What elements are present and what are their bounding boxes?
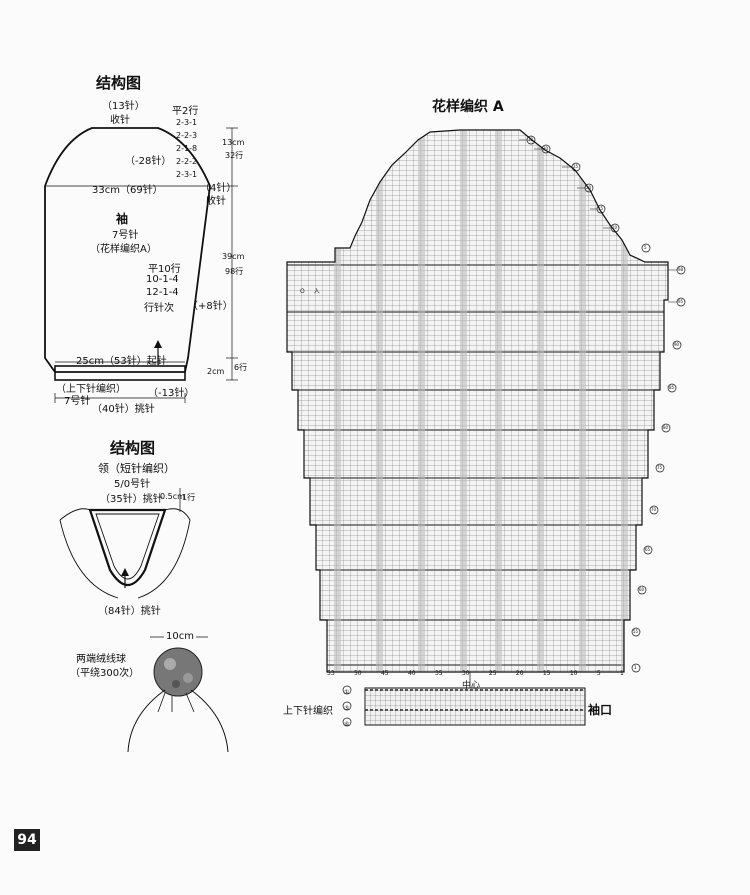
sleeve-bind-off: 收针 — [110, 115, 130, 126]
chart-center-label: 中心 — [462, 681, 481, 691]
pompom-wraps: （平绕300次） — [70, 668, 140, 679]
sleeve-top-rows: 32行 — [225, 151, 244, 160]
row-marker: 5 — [644, 245, 647, 250]
sleeve-cuff-knit: （上下针编织） — [56, 384, 126, 395]
collar-needle: 5/0号针 — [114, 479, 151, 490]
row-marker: 10 — [612, 225, 618, 230]
row-marker: 75 — [657, 465, 663, 470]
chart-outline — [286, 129, 669, 673]
sleeve-diagram-title: 结构图 — [96, 74, 142, 92]
row-marker: 98 — [678, 267, 684, 272]
collar-diagram-title: 结构图 — [110, 439, 156, 457]
row-marker: 32 — [528, 137, 534, 142]
sleeve-body-rows: 98行 — [225, 267, 244, 276]
collar-direction-arrow — [121, 568, 129, 576]
sleeve-inc-label: 行针次 — [144, 303, 174, 314]
sleeve-inc-even: 平10行 — [148, 264, 181, 275]
row-marker: 55 — [633, 629, 639, 634]
collar-name: 领（短针编织） — [98, 462, 175, 475]
sleeve-side-bind: 收针 — [206, 196, 226, 207]
sleeve-top-stitches: （13针） — [102, 101, 145, 112]
sleeve-outline — [44, 127, 211, 373]
row-marker: 20 — [586, 185, 592, 190]
cuff-name: 袖口 — [588, 703, 613, 717]
row-marker: 15 — [598, 206, 604, 211]
sleeve-top-height: 13cm — [222, 138, 245, 147]
sleeve-cuff-minus: （-13针） — [148, 388, 195, 399]
sleeve-direction-arrow — [154, 340, 162, 348]
row-marker: 1 — [634, 665, 637, 670]
sleeve-cuff-rows: 6行 — [234, 363, 248, 372]
chart-symbols: O入 — [300, 288, 329, 295]
sleeve-cuff-width: 25cm（53针）起针 — [76, 356, 167, 367]
sleeve-pattern: （花样编织A） — [90, 244, 157, 255]
sleeve-plus-stitches: （+8针） — [188, 301, 233, 312]
collar-outer-pickup: （84针）挑针 — [98, 606, 161, 617]
pompom-diameter: 10cm — [164, 631, 196, 642]
row-marker: 60 — [639, 587, 645, 592]
sleeve-body-height: 39cm — [222, 252, 245, 261]
sleeve-cuff — [54, 365, 186, 381]
row-marker: 85 — [669, 385, 675, 390]
sleeve-cap-stitches: （-28针） — [125, 156, 172, 167]
collar-inner-pickup: （35针）挑针 — [100, 494, 163, 505]
chart-title: 花样编织 A — [432, 99, 504, 115]
page-number: 94 — [14, 829, 40, 851]
sleeve-side-stitches: （4针） — [200, 183, 237, 194]
cuff-knit-label: 上下针编织 — [283, 706, 333, 717]
sleeve-name: 袖 — [116, 212, 129, 226]
row-marker: 70 — [651, 507, 657, 512]
pompom-name: 两端绒线球 — [76, 654, 126, 665]
sleeve-width: 33cm（69针） — [92, 185, 163, 196]
collar-border-rows: 1行 — [182, 493, 196, 502]
sleeve-cuff-needle: 7号针 — [64, 396, 91, 407]
row-marker: 90 — [674, 342, 680, 347]
collar-outline — [88, 508, 167, 587]
chart-body — [287, 130, 668, 672]
row-marker: 25 — [573, 164, 579, 169]
row-marker: 65 — [645, 547, 651, 552]
sleeve-needle: 7号针 — [112, 230, 139, 241]
row-marker: 95 — [678, 299, 684, 304]
sleeve-cuff-pickup: （40针）挑针 — [92, 404, 155, 415]
collar-border-height: 0.5cm — [160, 492, 185, 501]
sleeve-cuff-height: 2cm — [207, 367, 225, 376]
sleeve-even-rows: 平2行 — [172, 106, 199, 117]
row-marker: 30 — [543, 146, 549, 151]
row-marker: 80 — [663, 425, 669, 430]
